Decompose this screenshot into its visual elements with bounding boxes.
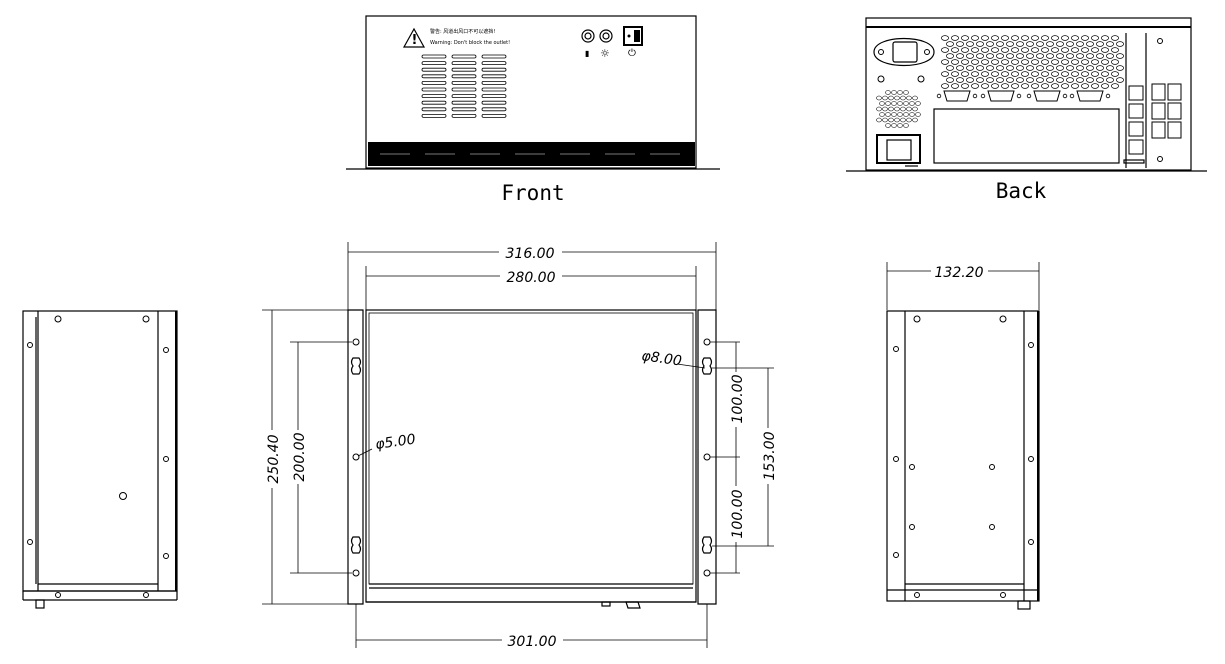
right-keyhole-bottom: [701, 536, 713, 554]
dim-depth: 132.20: [935, 265, 984, 281]
dim-right-span: 153.00: [762, 431, 778, 480]
right-keyhole-top: [701, 357, 713, 375]
left-side-outline: [22, 310, 178, 592]
dim-overall-height: 250.40: [266, 434, 282, 483]
right-side-holes: [893, 315, 1034, 598]
right-side-outline: [886, 310, 1040, 602]
dim-right-upper: 100.00: [730, 374, 746, 423]
front-vent-slots: [421, 54, 507, 118]
back-expansion-slot: [933, 108, 1120, 164]
left-side-view: [22, 310, 178, 609]
front-view: ! 警告: 风道出风口不可以遮挡! Warning: Don't block t…: [346, 15, 720, 205]
power-symbol-icon: ⏻: [628, 48, 636, 59]
front-warning-en: Warning: Don't block the outlet!: [430, 40, 510, 46]
dim-hole-pitch-bottom: 301.00: [508, 634, 557, 650]
hdd-led-icon: [581, 29, 595, 43]
left-keyhole-top: [350, 357, 362, 375]
back-io-blocks: [1128, 83, 1182, 155]
power-inlet-top: [873, 37, 935, 67]
dim-overall-width: 316.00: [506, 246, 555, 262]
back-outline: [865, 17, 1192, 171]
dim-right-lower: 100.00: [730, 489, 746, 538]
back-label: Back: [996, 179, 1047, 203]
dim-hole-pitch-vertical: 200.00: [292, 432, 308, 481]
back-view: Back: [846, 17, 1207, 203]
dim-body-width: 280.00: [507, 270, 556, 286]
back-vent-grill: [941, 35, 1124, 89]
power-inlet-bottom: [876, 134, 921, 164]
warning-exclamation: !: [412, 33, 418, 48]
left-mounting-ear: [347, 309, 364, 605]
sun-symbol-icon: ☼: [600, 47, 610, 60]
right-mounting-ear: [697, 309, 717, 605]
left-side-holes: [27, 315, 169, 598]
back-fan-grill: [876, 90, 921, 128]
left-keyhole-bottom: [350, 536, 362, 554]
front-outline: [365, 15, 697, 169]
back-serial-ports: [936, 90, 1111, 102]
warning-triangle-icon: [402, 27, 426, 48]
power-led-icon: [599, 29, 613, 43]
front-label: Front: [501, 181, 564, 205]
hdd-symbol-icon: ▮: [585, 49, 589, 58]
dim-hole-small: φ5.00: [374, 431, 416, 452]
front-warning-cn: 警告: 风道出风口不可以遮挡!: [430, 28, 495, 35]
right-side-view: 132.20: [886, 262, 1040, 610]
dim-hole-large: φ8.00: [640, 348, 682, 369]
power-switch: [623, 26, 643, 46]
main-view: 316.00 280.00 301.00 250.40 200.00 φ5.00…: [262, 242, 778, 650]
